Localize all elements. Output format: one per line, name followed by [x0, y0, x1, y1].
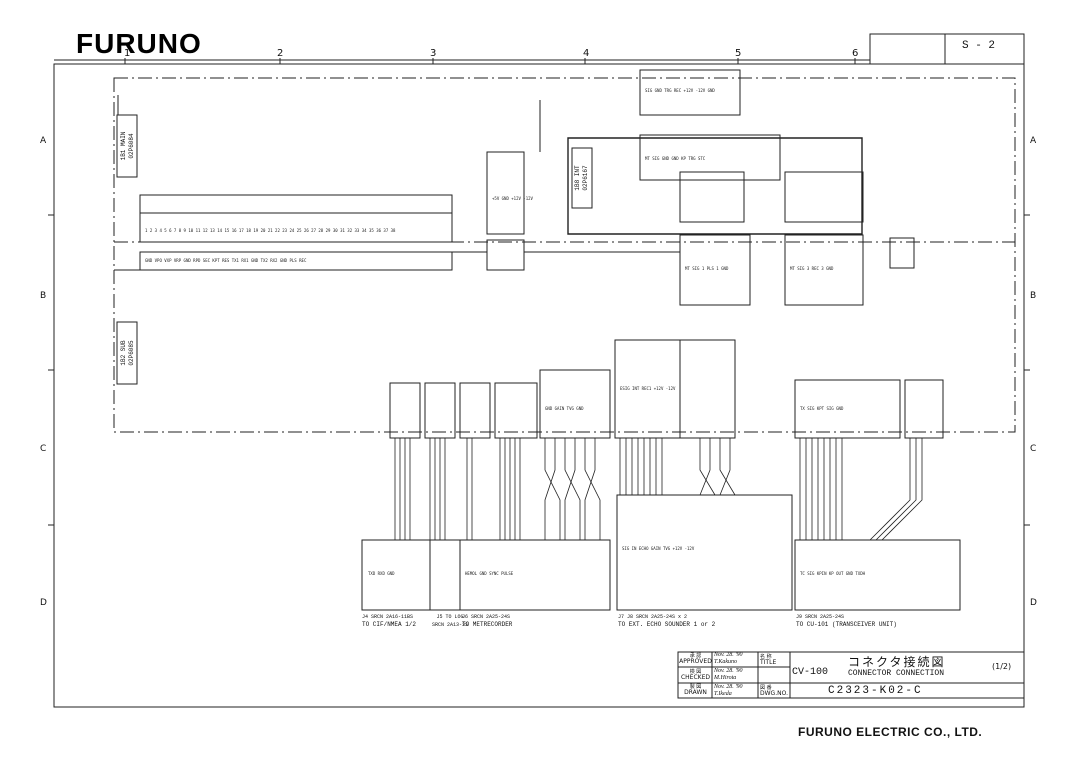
sheet-of: (1/2)	[992, 662, 1012, 671]
approved-cell: 承 認 APPROVED	[679, 653, 712, 665]
svg-text:MT SIG GND GND KP TRG STC: MT SIG GND GND KP TRG STC	[645, 156, 706, 161]
caption-cif-line2: TO CIF/NMEA 1/2	[362, 621, 417, 628]
connector-j1-main	[139, 194, 453, 243]
caption-echo-line2: TO EXT. ECHO SOUNDER 1 or 2	[618, 621, 716, 628]
connector-j7-j8	[616, 494, 793, 611]
caption-cu-line1: J9 SRCN 2A25-24S	[796, 614, 845, 620]
caption-transceiver: J9 SRCN 2A25-24S TO CU-101 (TRANSCEIVER …	[796, 613, 897, 629]
svg-text:1 2 3 4 5 6 7 8 9 10 11 12 13: 1 2 3 4 5 6 7 8 9 10 11 12 13 14 15 16 1…	[145, 228, 396, 233]
main-unit-name: 1B1 MAIN	[120, 131, 127, 161]
row-letter: B	[40, 291, 47, 301]
drawn-date: Nov. 28. '90	[714, 684, 743, 690]
furuno-logo: FURUNO	[76, 28, 202, 59]
drawing-frame	[53, 63, 1025, 708]
int-unit-name: 1B8 INT	[574, 165, 581, 191]
caption-echo-line1: J7 J8 SRCN 2A25-24S x 2	[618, 614, 688, 620]
col-number: 1	[124, 48, 131, 59]
drawn-jp: 製 図	[689, 684, 702, 690]
caption-cif-line1: J4 SRCN 2A16-11BS	[362, 614, 414, 620]
drawn-sign: Nov. 28. '90 T.Ikeda	[714, 684, 743, 698]
row-letter: B	[1030, 291, 1037, 301]
approved-date: Nov. 28. '90	[714, 652, 743, 658]
svg-text:MT SIG 3 REC 3 GND: MT SIG 3 REC 3 GND	[790, 266, 834, 271]
svg-text:SIG GND TRG REC +12V -12V GND: SIG GND TRG REC +12V -12V GND	[645, 88, 715, 93]
row-letter: A	[1030, 136, 1037, 146]
title-label: TITLE	[760, 659, 777, 666]
svg-text:TXD RXD GND: TXD RXD GND	[368, 571, 395, 576]
connector-j5	[429, 539, 461, 611]
sub-unit-name: 1B2 SUB	[120, 340, 127, 366]
caption-rec-line1: J6 SRCN 2A25-24S	[462, 614, 511, 620]
checked-date: Nov. 28. '90	[714, 668, 743, 674]
svg-text:GND VPO VXP VRP GND RPD SEC K: GND VPO VXP VRP GND RPD SEC KPT RES TX1 …	[145, 258, 307, 263]
checked-signature: M.Hirota	[714, 675, 737, 681]
svg-text:MT SIG 1 PLS 1 GND: MT SIG 1 PLS 1 GND	[685, 266, 729, 271]
checked-label: CHECKED	[680, 674, 711, 681]
row-letter: C	[1030, 444, 1037, 454]
connector-j9	[794, 539, 961, 611]
row-letter: A	[40, 136, 47, 146]
dwg-number: C2323-K02-C	[828, 685, 923, 697]
title-label-cell: 名 称 TITLE	[760, 654, 776, 666]
svg-text:TX SIG KPT SIG GND: TX SIG KPT SIG GND	[800, 406, 844, 411]
caption-cif: J4 SRCN 2A16-11BS TO CIF/NMEA 1/2	[362, 613, 416, 629]
int-unit-code: 02P6167	[582, 165, 589, 191]
connector-j2	[486, 151, 525, 235]
row-letter: D	[1030, 598, 1037, 608]
sub-unit-code: 02P6085	[128, 340, 135, 366]
checked-jp: 検 図	[689, 669, 702, 675]
sub-unit-label: 1B2 SUB 02P6085	[120, 323, 136, 383]
checked-cell: 検 図 CHECKED	[679, 669, 712, 681]
svg-text:ESIG INT REC1 +12V -12V: ESIG INT REC1 +12V -12V	[620, 386, 676, 391]
col-number: 5	[735, 48, 742, 59]
drawn-cell: 製 図 DRAWN	[679, 684, 712, 696]
svg-text:SIG IN ECHO GAIN TVG +12V -12V: SIG IN ECHO GAIN TVG +12V -12V	[622, 546, 695, 551]
col-number: 3	[430, 48, 437, 59]
main-unit-code: 02P6084	[128, 133, 135, 159]
caption-rec-line2: TO METRECORDER	[462, 621, 513, 628]
sheet-number: S - 2	[962, 40, 996, 52]
svg-text:GND GAIN TVG GND: GND GAIN TVG GND	[545, 406, 584, 411]
caption-log-line1: J5 TO LOG	[436, 614, 464, 620]
row-letter: D	[40, 598, 47, 608]
row-letter: C	[40, 444, 47, 454]
caption-log: J5 TO LOG SRCN 2A13-3S	[430, 613, 470, 629]
col-number: 4	[583, 48, 590, 59]
approved-sign: Nov. 28. '90 T.Kakuno	[714, 652, 743, 666]
checked-sign: Nov. 28. '90 M.Hirota	[714, 668, 743, 682]
svg-text:TC SIG KPIN KP OUT GND TXDH: TC SIG KPIN KP OUT GND TXDH	[800, 571, 866, 576]
approved-jp: 承 認	[689, 653, 702, 659]
col-number: 6	[852, 48, 859, 59]
drawn-label: DRAWN	[684, 689, 707, 696]
caption-cu-line2: TO CU-101 (TRANSCEIVER UNIT)	[796, 621, 897, 628]
main-unit-label: 1B1 MAIN 02P6084	[120, 116, 136, 176]
title-block	[677, 651, 1025, 699]
caption-echo-sounder: J7 J8 SRCN 2A25-24S x 2 TO EXT. ECHO SOU…	[618, 613, 715, 629]
main-board-outline	[113, 77, 1016, 433]
col-number: 2	[277, 48, 284, 59]
int-unit-label: 1B8 INT 02P6167	[574, 148, 590, 208]
company-name: FURUNO ELECTRIC CO., LTD.	[798, 725, 983, 739]
title-jp: コネクタ接続図	[848, 655, 946, 669]
dwg-jp: 図 番	[760, 685, 772, 691]
dwg-label-cell: 図 番 DWG.NO.	[760, 685, 788, 697]
connector-j6	[459, 539, 611, 611]
dwg-label: DWG.NO.	[760, 690, 788, 697]
title-jp-label: 名 称	[760, 654, 772, 660]
title-en: CONNECTOR CONNECTION	[848, 669, 945, 678]
sheet-number-box	[869, 33, 1025, 65]
caption-recorder: J6 SRCN 2A25-24S TO METRECORDER	[462, 613, 512, 629]
svg-text:+5V GND +12V -12V: +5V GND +12V -12V	[492, 196, 534, 201]
title-model: CV-100	[792, 667, 829, 678]
caption-log-line2: SRCN 2A13-3S	[431, 622, 468, 628]
approved-signature: T.Kakuno	[714, 659, 738, 665]
approved-label: APPROVED	[679, 658, 712, 665]
svg-text:HEMOL GND SYNC PULSE: HEMOL GND SYNC PULSE	[465, 571, 514, 576]
drawn-signature: T.Ikeda	[714, 691, 732, 697]
